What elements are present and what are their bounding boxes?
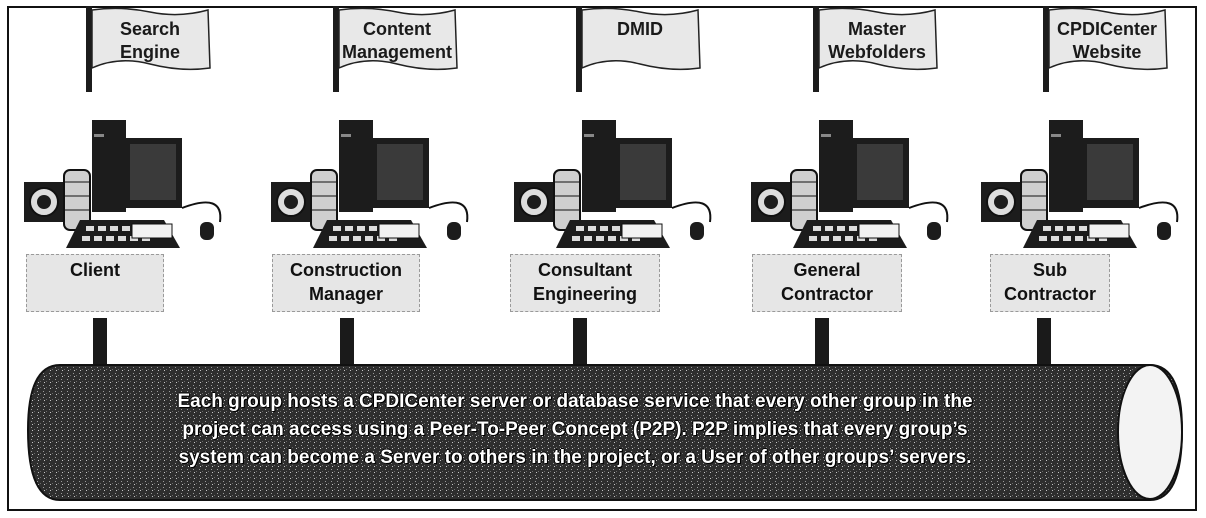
network-connector [340, 318, 354, 364]
pipe-description: Each group hosts a CPDICenter server or … [60, 388, 1090, 472]
group-label-box [752, 254, 902, 312]
flag-label-line: Search [119, 19, 181, 39]
group-label-box [26, 254, 164, 312]
group-label-line: Sub [1033, 260, 1067, 280]
group-label-line: Contractor [780, 284, 873, 304]
pipe-text-line: system can become a Server to others in … [178, 447, 972, 468]
network-connector [93, 318, 107, 364]
group-label-line: Manager [308, 284, 384, 304]
network-connector [815, 318, 829, 364]
pipe-text-line: Each group hosts a CPDICenter server or … [177, 391, 973, 412]
network-node: DMID [508, 0, 712, 370]
group-label-line: General [793, 260, 861, 280]
pipe-text-line: project can access using a Peer-To-Peer … [182, 419, 968, 440]
flag-icon [576, 6, 701, 92]
flag-label-line: Webfolders [828, 42, 926, 62]
group-label-box [510, 254, 660, 312]
computer-workstation-icon [751, 120, 949, 248]
group-label-line: Engineering [532, 284, 637, 304]
flag-label: DMID [580, 18, 700, 41]
flag-label-line: Content [363, 19, 431, 39]
group-label-box [990, 254, 1110, 312]
flag-label-line: Master [847, 19, 907, 39]
computer-workstation-icon [981, 120, 1179, 248]
flag-label-line: CPDICenter [1056, 19, 1158, 39]
flag-icon [333, 6, 458, 92]
flag-icon [813, 6, 938, 92]
flag-label-line: DMID [617, 19, 663, 39]
computer-workstation-icon [514, 120, 712, 248]
group-label-line: Construction [290, 260, 402, 280]
flag-icon [86, 6, 211, 92]
flag-label-line: Engine [119, 42, 180, 62]
flag-label-line: Management [341, 42, 453, 62]
pipe-end [1117, 364, 1183, 500]
computer-workstation-icon [271, 120, 469, 248]
group-label-line: Client [69, 260, 120, 280]
group-label-line: Contractor [1003, 284, 1096, 304]
network-connector [1037, 318, 1051, 364]
flag-label-line: Website [1072, 42, 1142, 62]
computer-workstation-icon [24, 120, 222, 248]
network-connector [573, 318, 587, 364]
group-label: Client [26, 258, 164, 282]
flag-icon [1043, 6, 1168, 92]
group-label-box [272, 254, 420, 312]
group-label-line: Consultant [538, 260, 632, 280]
